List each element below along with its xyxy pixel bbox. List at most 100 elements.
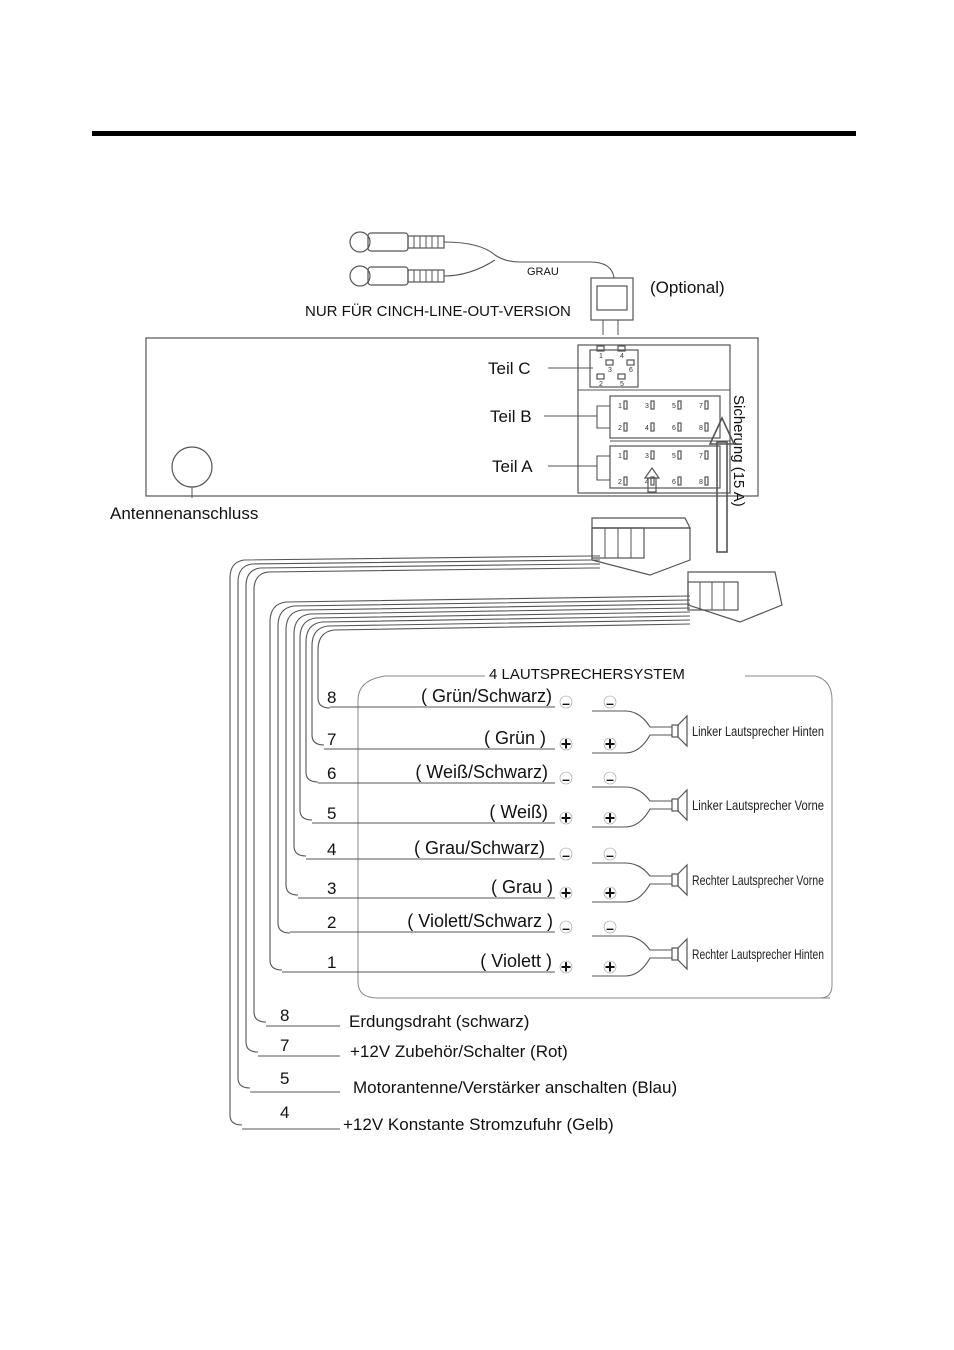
power-wire-number: 7 xyxy=(280,1036,289,1055)
polarity-marker xyxy=(559,695,573,709)
polarity-sign: + xyxy=(561,808,572,828)
part-a-socket xyxy=(609,445,721,489)
power-wire xyxy=(237,559,600,1089)
polarity-sign: + xyxy=(605,734,616,754)
speaker-wire-color: ( Grün/Schwarz) xyxy=(421,686,552,706)
speaker-wire-number: 3 xyxy=(327,879,336,898)
pin-contact xyxy=(650,400,655,410)
pin-contact xyxy=(623,400,628,410)
pin-number: 5 xyxy=(672,403,676,410)
polarity-sign: – xyxy=(562,920,570,936)
polarity-marker xyxy=(603,811,617,825)
polarity-marker xyxy=(603,695,617,709)
speaker-label: Linker Lautsprecher Vorne xyxy=(692,797,824,813)
polarity-marker xyxy=(559,886,573,900)
speaker-icon xyxy=(671,947,679,961)
optional-label: (Optional) xyxy=(650,278,725,297)
pin-contact xyxy=(704,450,709,460)
speaker-wire xyxy=(311,619,691,746)
power-wire-label: +12V Zubehör/Schalter (Rot) xyxy=(350,1042,568,1061)
pin-contact xyxy=(617,373,626,380)
speaker-lead xyxy=(624,786,672,802)
optional-connector xyxy=(590,277,634,335)
harness-connector-b xyxy=(591,517,691,576)
speaker-rows: 8( Grün/Schwarz)––7( Grün )++6( Weiß/Sch… xyxy=(282,686,625,977)
head-unit-chassis xyxy=(145,337,759,497)
power-wire-label: Erdungsdraht (schwarz) xyxy=(349,1012,529,1031)
speaker-lead xyxy=(624,808,672,828)
pin-contact xyxy=(677,400,682,410)
speaker-label: Rechter Lautsprecher Hinten xyxy=(692,946,824,962)
polarity-marker xyxy=(559,847,573,861)
speaker-wire-number: 4 xyxy=(327,840,336,859)
power-wire-number: 4 xyxy=(280,1103,289,1122)
pin-contact xyxy=(605,359,614,366)
speaker-icon xyxy=(671,724,679,738)
polarity-sign: + xyxy=(605,957,616,977)
polarity-sign: – xyxy=(562,695,570,711)
speaker-icon xyxy=(671,798,679,812)
pin-contact xyxy=(704,400,709,410)
pin-number: 2 xyxy=(618,479,622,486)
part-c-pin: 6 xyxy=(629,367,633,374)
pin-contact xyxy=(704,476,709,486)
pin-contact xyxy=(677,422,682,432)
pin-number: 1 xyxy=(618,453,622,460)
polarity-sign: – xyxy=(562,771,570,787)
pin-contact xyxy=(677,476,682,486)
pin-number: 8 xyxy=(699,425,703,432)
part-a-label: Teil A xyxy=(492,457,533,476)
part-b-label: Teil B xyxy=(490,407,532,426)
pin-number: 2 xyxy=(618,425,622,432)
power-wire xyxy=(229,555,600,1126)
polarity-marker xyxy=(559,960,573,974)
speaker-cone xyxy=(677,714,688,748)
harness-wires xyxy=(229,555,691,1126)
polarity-sign: + xyxy=(561,957,572,977)
speaker-lead xyxy=(624,957,672,977)
part-c-pin: 5 xyxy=(620,381,624,388)
speaker-wire xyxy=(305,615,691,783)
pin-contact xyxy=(623,476,628,486)
speaker-wire-color: ( Weiß) xyxy=(489,802,548,822)
pin-number: 7 xyxy=(699,453,703,460)
pin-number: 3 xyxy=(645,403,649,410)
part-c-pin: 3 xyxy=(608,367,612,374)
polarity-marker xyxy=(603,737,617,751)
polarity-marker xyxy=(603,920,617,934)
pin-number: 8 xyxy=(699,479,703,486)
speaker-wire-color: ( Violett/Schwarz ) xyxy=(407,911,553,931)
speaker-wire xyxy=(299,611,691,821)
polarity-sign: + xyxy=(605,883,616,903)
part-c-pin: 4 xyxy=(620,353,624,360)
power-wire xyxy=(245,563,601,1053)
speaker-wire-color: ( Violett ) xyxy=(480,951,552,971)
pin-contact xyxy=(623,450,628,460)
polarity-sign: + xyxy=(561,883,572,903)
speaker-cone xyxy=(677,788,688,822)
power-wire-rows: 8 Erdungsdraht (schwarz) 7 +12V Zubehör/Sch… xyxy=(242,1006,677,1134)
speaker-lead xyxy=(624,862,672,877)
speaker-icon xyxy=(671,873,679,887)
speaker-lead xyxy=(624,883,672,903)
speaker-label: Linker Lautsprecher Hinten xyxy=(692,723,824,739)
speaker-wire-color: ( Grau/Schwarz) xyxy=(414,838,545,858)
pin-contact xyxy=(596,373,605,380)
speaker-wire-number: 2 xyxy=(327,913,336,932)
polarity-marker xyxy=(559,771,573,785)
speaker-label: Rechter Lautsprecher Vorne xyxy=(692,872,824,888)
antenna-label: Antennenanschluss xyxy=(110,504,258,523)
pin-contact xyxy=(650,450,655,460)
pin-number: 6 xyxy=(672,479,676,486)
part-c-label: Teil C xyxy=(488,359,531,378)
speaker-cone xyxy=(677,937,688,971)
pin-contact xyxy=(617,345,626,352)
power-wire-number: 8 xyxy=(280,1006,289,1025)
polarity-sign: + xyxy=(561,734,572,754)
pin-contact xyxy=(623,422,628,432)
speaker-wire-number: 8 xyxy=(327,688,336,707)
pin-number: 3 xyxy=(645,453,649,460)
polarity-sign: – xyxy=(606,771,614,787)
polarity-marker xyxy=(603,847,617,861)
